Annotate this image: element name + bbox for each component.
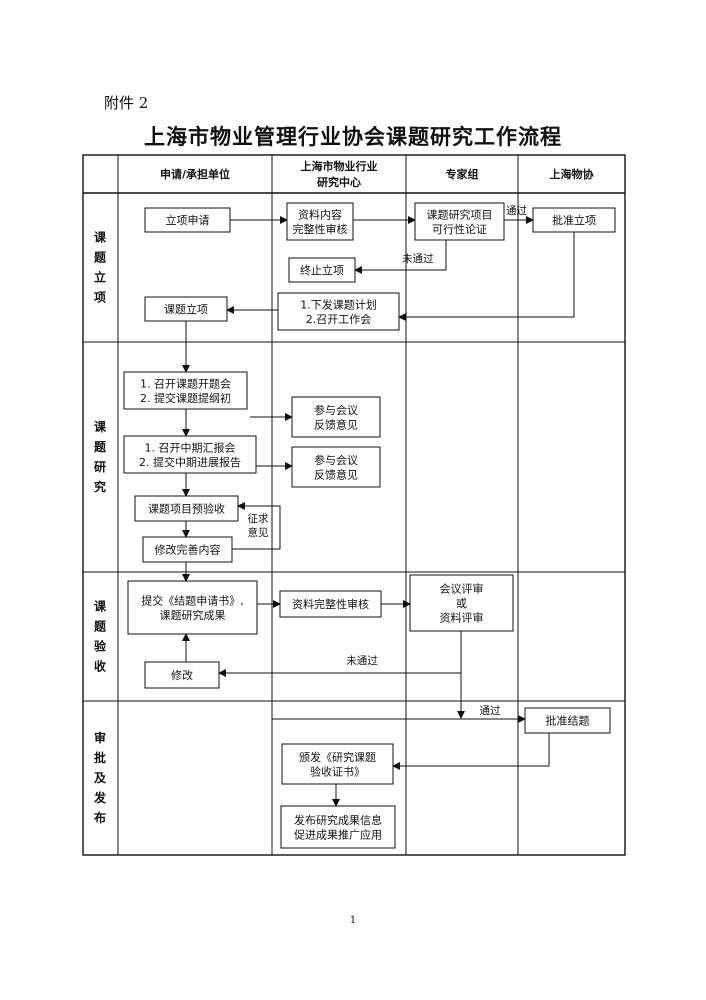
node-label: 课题立项 [164, 302, 208, 316]
node-doc-integrity: 资料完整性审核 [279, 590, 382, 618]
node-label: 参与会议反馈意见 [314, 453, 358, 482]
node-label: 批准结题 [546, 714, 590, 728]
node-modify: 修改 [144, 661, 220, 689]
edge-label: 未通过 [346, 654, 378, 667]
edge-feasibility-to-approve-project: 通过 [504, 204, 534, 224]
edge-label: 未通过 [402, 252, 434, 265]
edge-revise-content-to-pre-acceptance: 征求意见 [232, 502, 281, 550]
node-label: 资料完整性审核 [292, 597, 369, 611]
node-feasibility: 课题研究项目可行性论证 [414, 202, 505, 241]
edge-label: 通过 [506, 204, 527, 217]
edge-label: 通过 [480, 704, 501, 717]
column-header-applicant: 申请/承担单位 [160, 167, 230, 181]
node-label: 会议评审或资料评审 [440, 582, 484, 625]
node-publish: 发布研究成果信息促进成果推广应用 [280, 805, 396, 849]
node-meeting-review: 会议评审或资料评审 [409, 574, 514, 632]
phase-approval-label: 审批及发布 [93, 730, 107, 825]
phase-acceptance-label: 课题验收 [94, 599, 107, 674]
node-feedback-2: 参与会议反馈意见 [291, 446, 381, 488]
table-border [82, 154, 626, 856]
node-approve-project: 批准立项 [532, 207, 616, 233]
edge-meeting-review-to-approve-closure: 通过 [271, 631, 526, 723]
node-label: 批准立项 [552, 213, 596, 227]
node-label: 修改完善内容 [155, 543, 221, 557]
node-terminate: 终止立项 [288, 257, 356, 283]
node-label: 修改 [171, 668, 193, 682]
page-title: 上海市物业管理行业协会课题研究工作流程 [144, 125, 562, 149]
column-header-research-center: 上海市物业行业研究中心 [301, 159, 378, 189]
swimlane-grid [82, 154, 626, 856]
column-header-expert: 专家组 [446, 167, 479, 181]
node-apply: 立项申请 [144, 207, 231, 233]
node-approve-closure: 批准结题 [524, 707, 611, 734]
node-feedback-1: 参与会议反馈意见 [291, 396, 381, 438]
attachment-label: 附件 2 [104, 94, 149, 112]
node-label: 参与会议反馈意见 [314, 403, 358, 432]
node-label: 课题项目预验收 [148, 502, 225, 516]
column-headers: 申请/承担单位 上海市物业行业研究中心 专家组 上海物协 [160, 159, 594, 189]
column-header-association: 上海物协 [550, 167, 594, 181]
edge-label: 征求意见 [248, 513, 269, 539]
node-label: 颁发《研究课题验收证书》 [299, 750, 376, 779]
edge-approve-closure-to-issue-certificate [392, 733, 550, 770]
edge-feasibility-to-terminate: 未通过 [354, 240, 447, 274]
node-label: 课题研究项目可行性论证 [427, 207, 493, 236]
node-revise-content: 修改完善内容 [142, 536, 233, 563]
node-integrity-review: 资料内容完整性审核 [286, 202, 354, 241]
node-project-established: 课题立项 [144, 296, 228, 322]
edge-approve-project-to-issue-plan [398, 232, 575, 321]
node-label: 资料内容完整性审核 [293, 207, 348, 236]
node-issue-certificate: 颁发《研究课题验收证书》 [281, 743, 394, 785]
edge-meeting-review-to-modify: 未通过 [218, 631, 462, 677]
node-label: 终止立项 [300, 263, 344, 277]
phase-research-label: 课题研究 [94, 419, 107, 494]
node-label: 发布研究成果信息促进成果推广应用 [294, 813, 382, 842]
node-label: 立项申请 [166, 213, 210, 227]
node-pre-acceptance: 课题项目预验收 [134, 495, 239, 522]
node-label: 提交《结题申请书》,课题研究成果 [141, 593, 244, 622]
page-number: 1 [349, 915, 357, 926]
phase-initiation-label: 课题立项 [94, 230, 107, 305]
node-submit-closure: 提交《结题申请书》,课题研究成果 [127, 580, 258, 635]
